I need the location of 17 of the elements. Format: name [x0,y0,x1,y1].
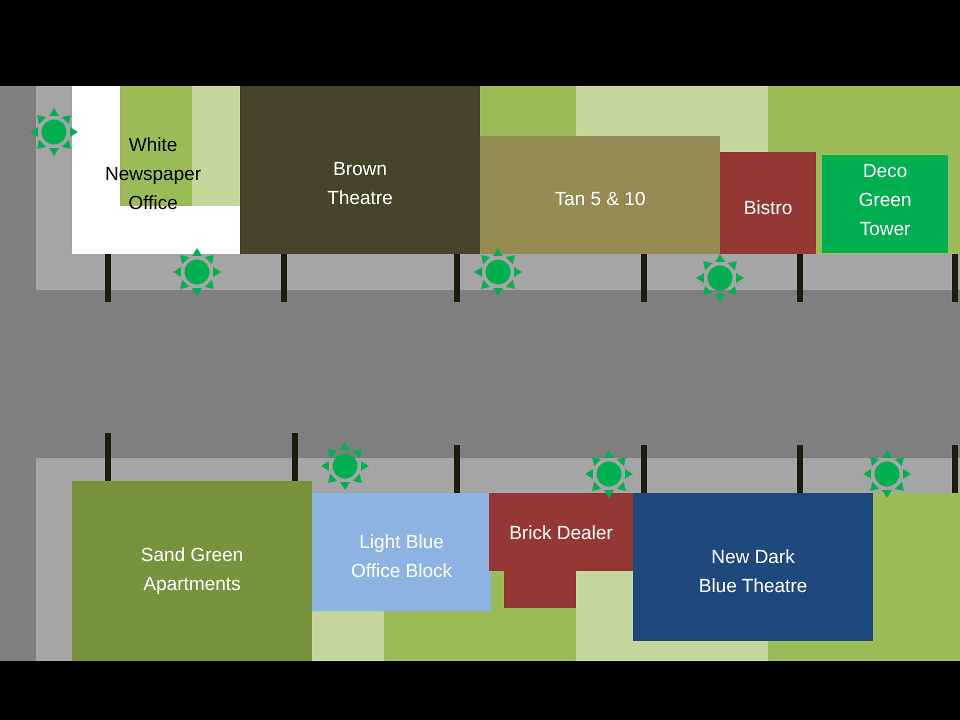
building-name: Sand Green Apartments [140,544,244,597]
building-name: Deco Green Tower [858,160,912,242]
building-block [312,493,491,611]
building-block [72,86,240,254]
building-block [633,493,873,641]
building-block [822,155,948,253]
building-block [240,86,480,254]
building-block [480,136,720,254]
building-name: Brown Theatre [326,158,394,211]
building-name: Brick Dealer [508,522,614,546]
building-block [720,152,816,254]
building-name: New Dark Blue Theatre [698,546,808,599]
building-name: Tan 5 & 10 [554,188,646,212]
building-name: Bistro [743,196,793,220]
building-block [72,481,312,661]
building-name: Light Blue Office Block [350,531,453,584]
building-block [489,493,633,608]
